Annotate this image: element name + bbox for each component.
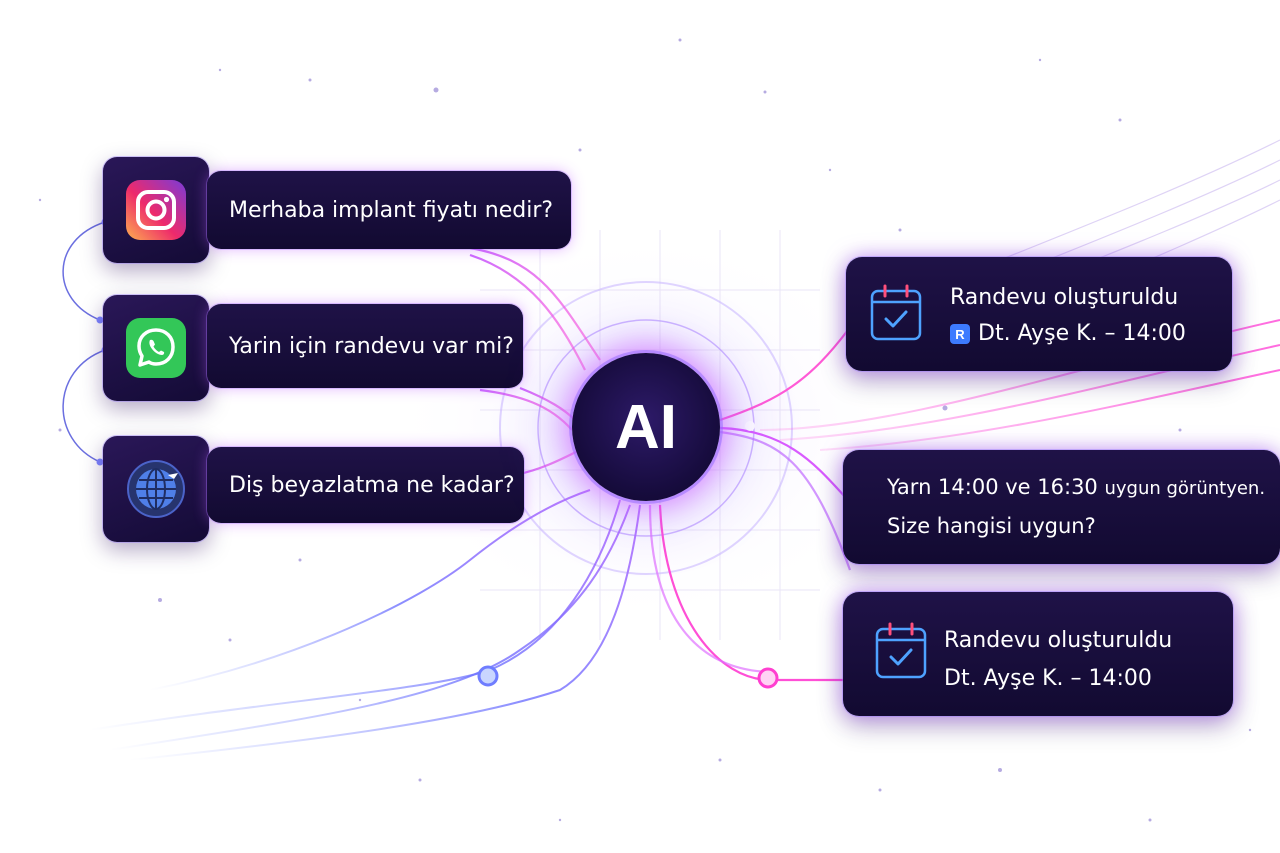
ai-reply-card: Yarn 14:00 ve 16:30 uygun görüntyen. Siz… bbox=[843, 450, 1280, 564]
ai-reply-line1-small: uygun görüntyen. bbox=[1104, 478, 1266, 499]
doctor-badge-icon: R bbox=[950, 324, 970, 344]
ai-core-label: AI bbox=[615, 392, 677, 462]
website-message-text: Diş beyazlatma ne kadar? bbox=[229, 472, 515, 498]
instagram-message-text: Merhaba implant fiyatı nedir? bbox=[229, 197, 554, 223]
ai-reply-line1: Yarn 14:00 ve 16:30 uygun görüntyen. bbox=[887, 475, 1265, 499]
instagram-icon bbox=[126, 180, 186, 240]
instagram-message: Merhaba implant fiyatı nedir? bbox=[207, 171, 571, 249]
website-message: Diş beyazlatma ne kadar? bbox=[207, 447, 524, 523]
ai-reply-line1-main: Yarn 14:00 ve 16:30 bbox=[887, 475, 1105, 499]
appointment-top-title: Randevu oluşturuldu bbox=[950, 285, 1179, 310]
ai-reply-line2: Size hangisi uygun? bbox=[887, 514, 1096, 538]
whatsapp-icon bbox=[126, 318, 186, 378]
whatsapp-message: Yarin için randevu var mi? bbox=[207, 304, 523, 388]
appointment-top-detail: Dt. Ayşe K. – 14:00 bbox=[978, 321, 1186, 346]
instagram-tile bbox=[103, 157, 209, 263]
whatsapp-tile bbox=[103, 295, 209, 401]
appointment-bottom-title: Randevu oluşturuldu bbox=[944, 628, 1173, 653]
ai-core: AI bbox=[572, 353, 720, 501]
whatsapp-message-text: Yarin için randevu var mi? bbox=[229, 333, 514, 359]
appointment-card-top: Randevu oluşturuldu R Dt. Ayşe K. – 14:00 bbox=[846, 257, 1232, 371]
calendar-check-icon bbox=[875, 622, 927, 679]
appointment-card-bottom: Randevu oluşturuldu Dt. Ayşe K. – 14:00 bbox=[843, 592, 1233, 716]
website-tile bbox=[103, 436, 209, 542]
appointment-top-detail-row: R Dt. Ayşe K. – 14:00 bbox=[950, 321, 1186, 346]
calendar-check-icon bbox=[870, 284, 922, 341]
appointment-bottom-detail: Dt. Ayşe K. – 14:00 bbox=[944, 666, 1152, 691]
globe-icon bbox=[127, 460, 185, 518]
